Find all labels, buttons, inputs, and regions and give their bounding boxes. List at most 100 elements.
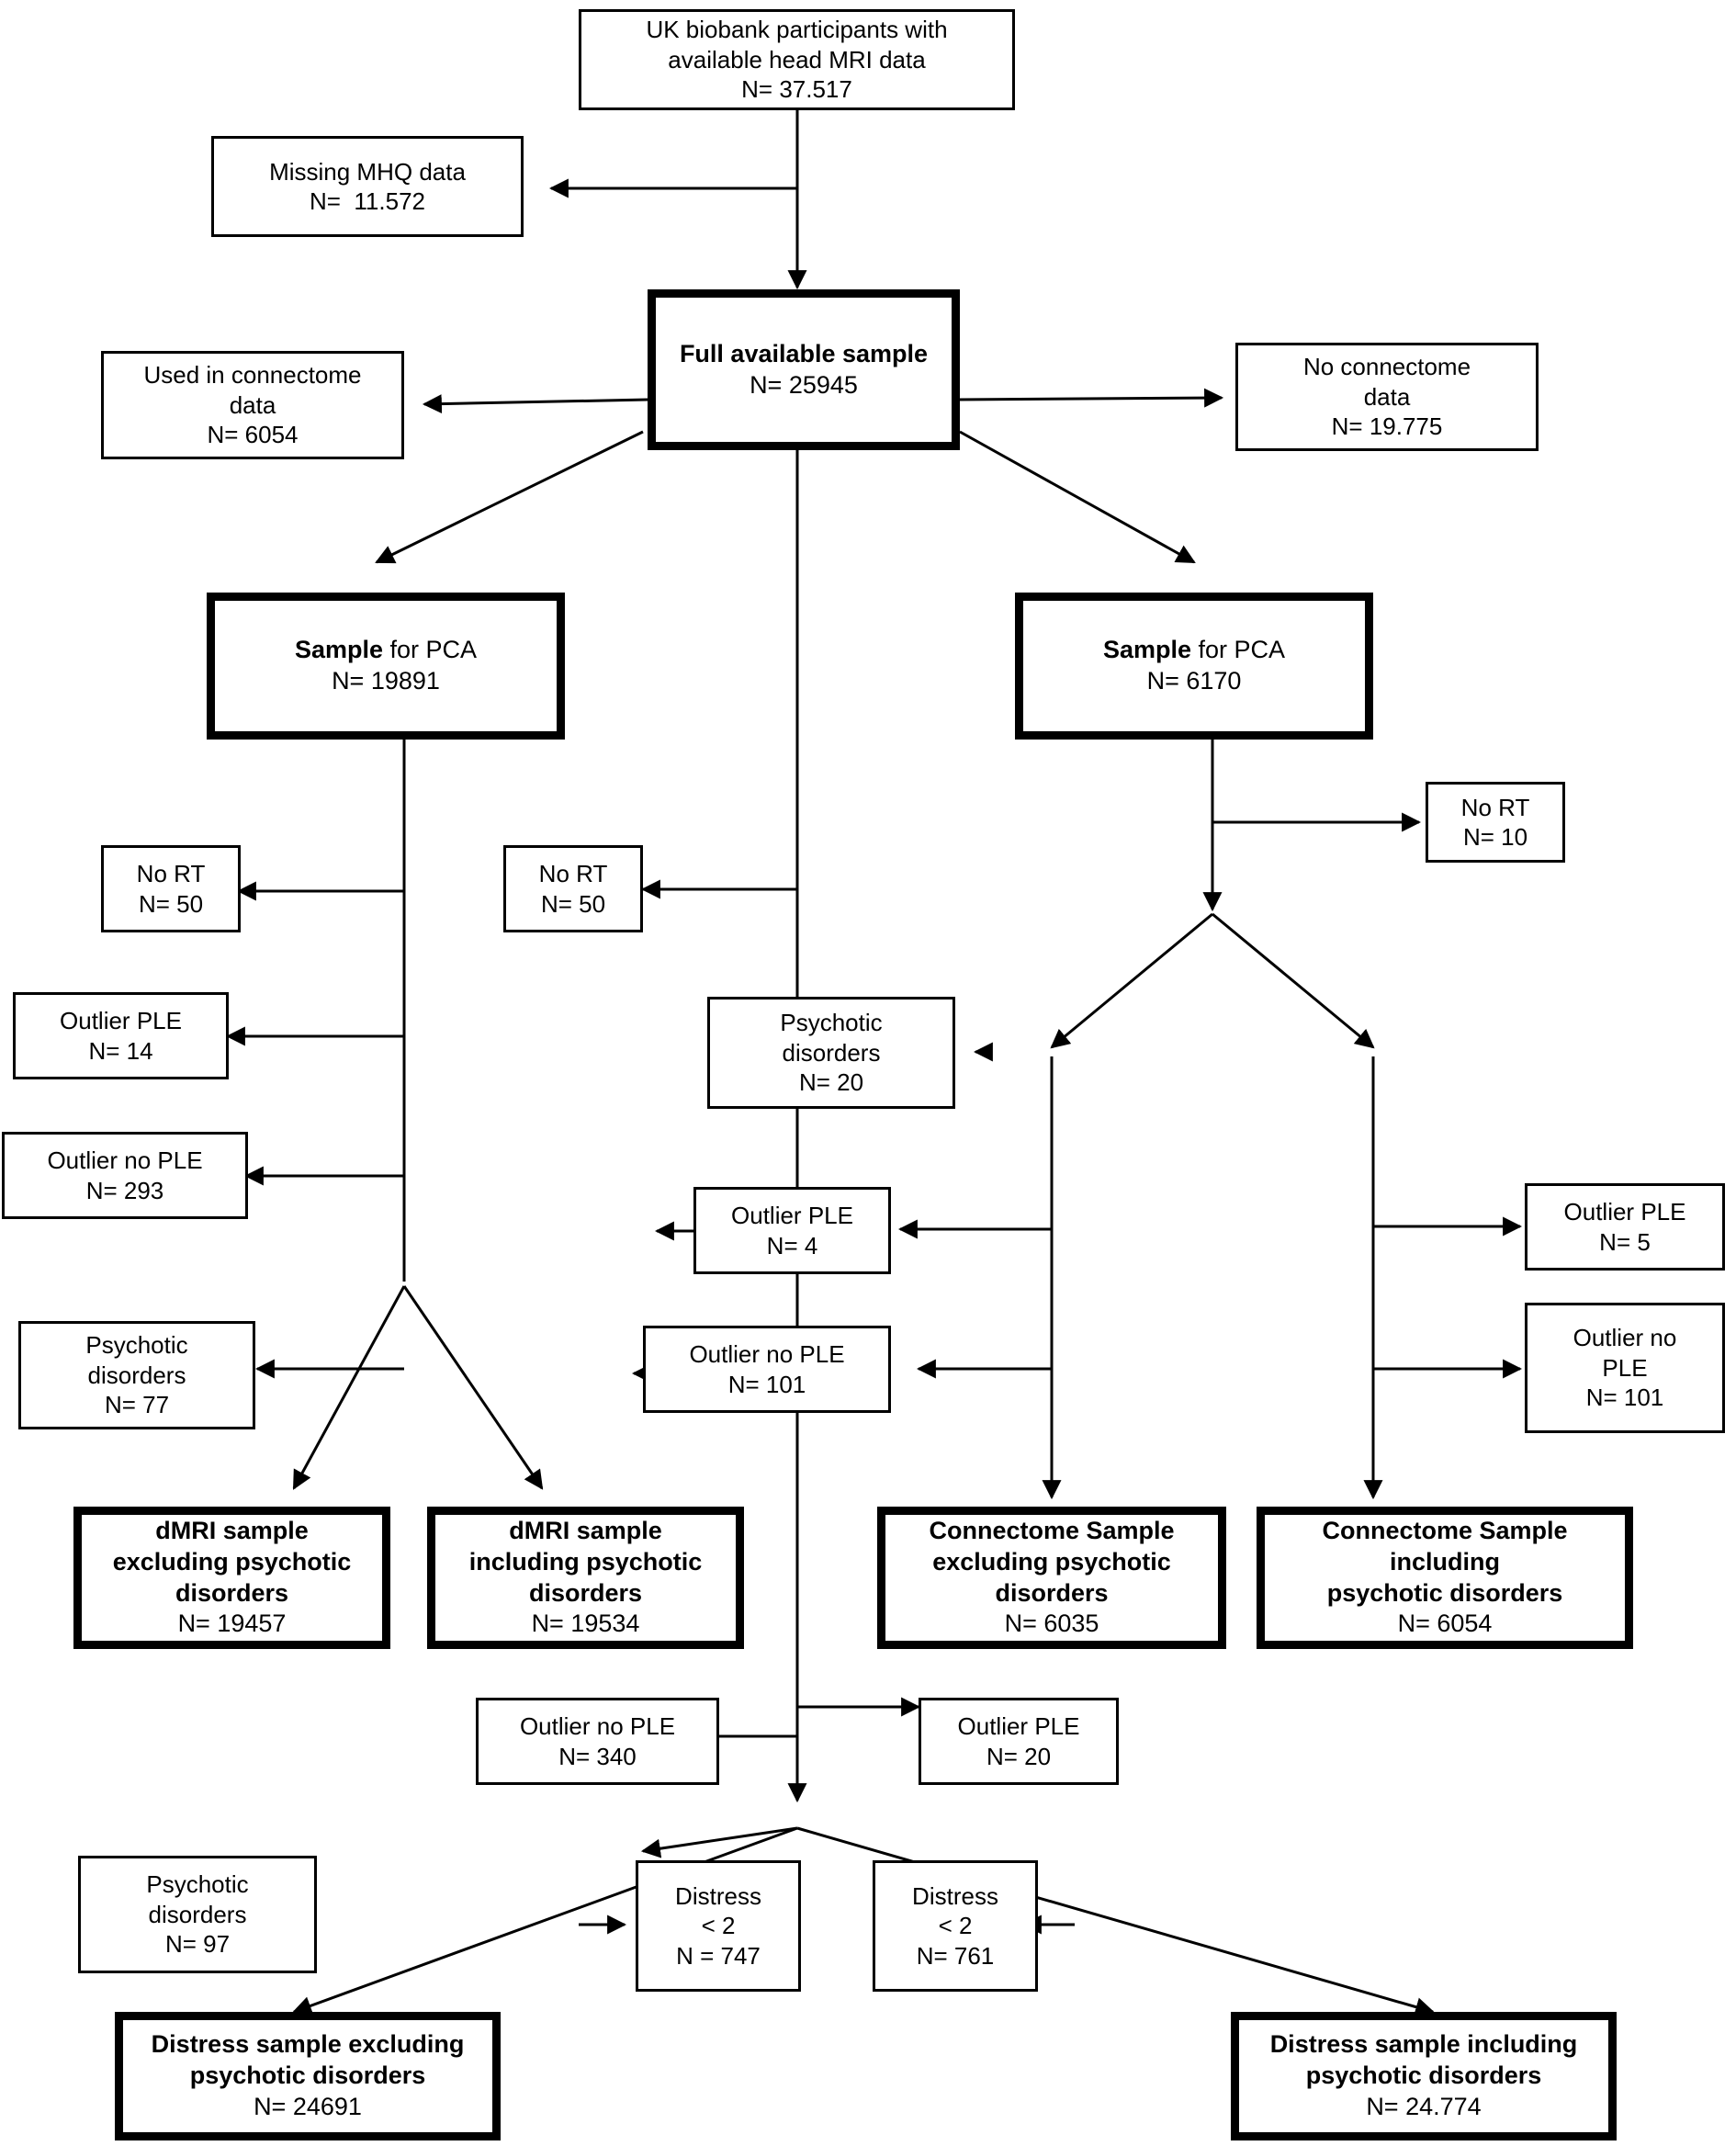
node-outlier-no-ple-left-293-line-1: N= 293 — [85, 1176, 164, 1204]
node-connectome-sample-excluding-line-2: disorders — [995, 1578, 1109, 1607]
node-distress-747-line-0: Distress — [675, 1881, 761, 1910]
node-dmri-sample-excluding: dMRI sample excluding psychotic disorder… — [73, 1507, 390, 1649]
node-full-available-sample-line-1: N= 25945 — [750, 370, 858, 399]
node-distress-sample-including: Distress sample including psychotic diso… — [1231, 2012, 1617, 2140]
node-connectome-sample-excluding: Connectome Sample excluding psychotic di… — [877, 1507, 1226, 1649]
node-dmri-sample-including-line-3: N= 19534 — [531, 1610, 640, 1638]
node-outlier-ple-20: Outlier PLE N= 20 — [919, 1698, 1119, 1785]
node-root-line-2: N= 37.517 — [741, 75, 852, 104]
node-distress-sample-excluding-line-2: N= 24691 — [254, 2092, 362, 2120]
node-sample-for-pca-left-line-1: N= 19891 — [332, 667, 440, 695]
node-sample-for-pca-left: Sample for PCA N= 19891 — [207, 593, 565, 740]
node-root-line-1: available head MRI data — [668, 45, 926, 73]
node-outlier-ple-right-5: Outlier PLE N= 5 — [1525, 1183, 1725, 1271]
node-no-connectome-data-line-0: No connectome — [1302, 353, 1471, 381]
node-connectome-sample-including-line-1: including — [1390, 1547, 1500, 1576]
node-dmri-sample-excluding-line-3: N= 19457 — [177, 1610, 287, 1638]
node-outlier-ple-mid-4-line-0: Outlier PLE — [731, 1202, 853, 1229]
node-distress-sample-excluding-line-1: psychotic disorders — [189, 2061, 426, 2090]
node-psychotic-disorders-97-line-1: disorders — [148, 1900, 247, 1928]
node-distress-761-line-1: < 2 — [938, 1912, 973, 1940]
node-sample-for-pca-right-bold: Sample — [1102, 636, 1191, 664]
node-outlier-no-ple-left-293: Outlier no PLE N= 293 — [2, 1132, 248, 1219]
node-distress-sample-excluding-line-0: Distress sample excluding — [151, 2030, 465, 2059]
node-connectome-sample-including-line-0: Connectome Sample — [1322, 1517, 1568, 1544]
node-sample-for-pca-right-line-0: Sample for PCA — [1029, 635, 1359, 666]
node-psychotic-disorders-20: Psychotic disorders N= 20 — [707, 997, 955, 1109]
node-outlier-ple-right-5-line-1: N= 5 — [1599, 1227, 1651, 1256]
node-used-in-connectome-data: Used in connectome data N= 6054 — [101, 351, 404, 459]
node-outlier-ple-left-14-line-1: N= 14 — [88, 1036, 153, 1065]
node-distress-sample-including-line-2: N= 24.774 — [1366, 2092, 1482, 2120]
node-outlier-ple-mid-4-line-1: N= 4 — [766, 1231, 818, 1259]
node-outlier-ple-20-line-0: Outlier PLE — [957, 1712, 1080, 1740]
node-distress-761-line-0: Distress — [912, 1881, 998, 1910]
node-distress-sample-including-line-0: Distress sample including — [1269, 2030, 1578, 2059]
node-distress-761: Distress < 2 N= 761 — [873, 1860, 1038, 1992]
node-sample-for-pca-left-bold: Sample — [294, 636, 383, 664]
node-distress-747-line-1: < 2 — [701, 1912, 736, 1940]
node-outlier-no-ple-mid-101-line-0: Outlier no PLE — [689, 1340, 845, 1368]
node-outlier-no-ple-340-line-1: N= 340 — [558, 1742, 637, 1770]
node-dmri-sample-excluding-line-1: excluding psychotic — [112, 1547, 352, 1576]
node-no-rt-left: No RT N= 50 — [101, 845, 241, 932]
node-psychotic-disorders-20-line-0: Psychotic — [780, 1009, 883, 1037]
node-dmri-sample-including-line-2: disorders — [528, 1578, 643, 1607]
node-no-rt-mid: No RT N= 50 — [503, 845, 643, 932]
node-connectome-sample-including-line-2: psychotic disorders — [1326, 1578, 1563, 1607]
node-sample-for-pca-right-rest: for PCA — [1191, 636, 1286, 664]
node-connectome-sample-excluding-line-0: Connectome Sample — [929, 1517, 1175, 1544]
node-sample-for-pca-right-line-1: N= 6170 — [1146, 667, 1242, 695]
node-connectome-sample-including: Connectome Sample including psychotic di… — [1257, 1507, 1633, 1649]
node-distress-747: Distress < 2 N = 747 — [636, 1860, 801, 1992]
node-full-available-sample-line-0: Full available sample — [679, 339, 929, 367]
node-missing-mhq: Missing MHQ data N= 11.572 — [211, 136, 524, 237]
node-outlier-no-ple-340-line-0: Outlier no PLE — [519, 1712, 676, 1740]
node-missing-mhq-line-0: Missing MHQ data — [269, 157, 466, 186]
node-root-line-0: UK biobank participants with — [646, 16, 948, 44]
node-no-connectome-data: No connectome data N= 19.775 — [1235, 343, 1539, 451]
node-outlier-no-ple-mid-101: Outlier no PLE N= 101 — [643, 1326, 891, 1413]
node-no-rt-left-line-0: No RT — [136, 860, 206, 887]
node-outlier-no-ple-right-101-line-0: Outlier no — [1573, 1324, 1677, 1352]
node-dmri-sample-excluding-line-2: disorders — [175, 1578, 289, 1607]
node-psychotic-disorders-77-line-1: disorders — [87, 1361, 186, 1389]
node-outlier-no-ple-left-293-line-0: Outlier no PLE — [47, 1146, 203, 1174]
node-outlier-no-ple-right-101: Outlier no PLE N= 101 — [1525, 1303, 1725, 1433]
node-no-connectome-data-line-1: data — [1363, 382, 1411, 411]
node-psychotic-disorders-20-line-2: N= 20 — [798, 1068, 864, 1097]
node-outlier-ple-left-14-line-0: Outlier PLE — [60, 1007, 182, 1034]
node-sample-for-pca-left-rest: for PCA — [383, 636, 478, 664]
node-psychotic-disorders-77-line-2: N= 77 — [104, 1391, 170, 1419]
node-root: UK biobank participants with available h… — [579, 9, 1015, 110]
node-distress-747-line-2: N = 747 — [676, 1941, 761, 1970]
node-no-rt-right-line-1: N= 10 — [1462, 823, 1528, 851]
node-sample-for-pca-right: Sample for PCA N= 6170 — [1015, 593, 1373, 740]
node-no-rt-mid-line-1: N= 50 — [540, 889, 606, 918]
node-outlier-ple-20-line-1: N= 20 — [986, 1742, 1052, 1770]
node-no-rt-right-line-0: No RT — [1460, 793, 1530, 821]
node-outlier-no-ple-340: Outlier no PLE N= 340 — [476, 1698, 719, 1785]
node-psychotic-disorders-97-line-0: Psychotic — [146, 1870, 249, 1899]
node-psychotic-disorders-97-line-2: N= 97 — [164, 1930, 231, 1959]
node-psychotic-disorders-97: Psychotic disorders N= 97 — [78, 1856, 317, 1973]
node-used-in-connectome-data-line-0: Used in connectome — [143, 361, 362, 390]
node-full-available-sample: Full available sample N= 25945 — [648, 289, 960, 450]
node-no-rt-right: No RT N= 10 — [1426, 782, 1565, 863]
node-psychotic-disorders-77-line-0: Psychotic — [85, 1331, 188, 1360]
node-outlier-no-ple-mid-101-line-1: N= 101 — [727, 1370, 806, 1398]
node-sample-for-pca-left-line-0: Sample for PCA — [220, 635, 551, 666]
node-missing-mhq-line-1: N= 11.572 — [309, 187, 425, 215]
node-dmri-sample-including-line-1: including psychotic — [468, 1547, 703, 1576]
node-used-in-connectome-data-line-2: N= 6054 — [207, 421, 299, 449]
node-dmri-sample-including-line-0: dMRI sample — [509, 1517, 662, 1544]
node-distress-sample-including-line-1: psychotic disorders — [1305, 2061, 1542, 2090]
node-connectome-sample-including-line-3: N= 6054 — [1397, 1610, 1493, 1638]
node-outlier-ple-right-5-line-0: Outlier PLE — [1563, 1198, 1686, 1225]
node-outlier-ple-left-14: Outlier PLE N= 14 — [13, 992, 229, 1079]
node-no-rt-left-line-1: N= 50 — [138, 889, 204, 918]
node-psychotic-disorders-20-line-1: disorders — [782, 1038, 881, 1067]
node-connectome-sample-excluding-line-3: N= 6035 — [1004, 1610, 1099, 1638]
node-dmri-sample-excluding-line-0: dMRI sample — [155, 1517, 309, 1544]
